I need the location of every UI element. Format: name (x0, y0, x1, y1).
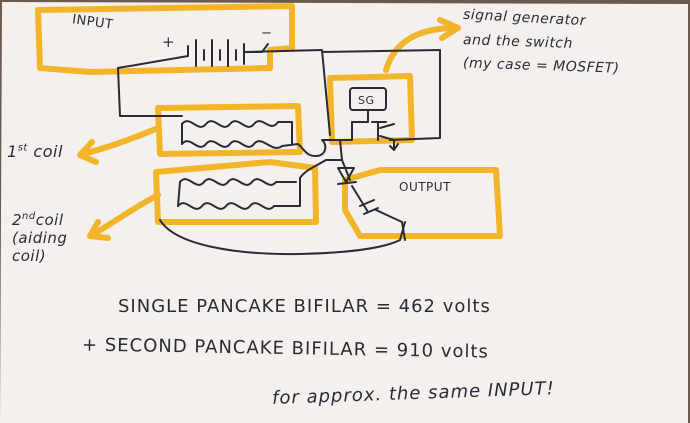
mosfet-icon (371, 121, 399, 151)
capacitor-icon (351, 185, 403, 223)
wire-mid (297, 139, 343, 161)
coil1-label: 1st coil (7, 142, 63, 161)
wire-left (117, 67, 183, 117)
coil1-upper (181, 120, 293, 128)
wire-right-top (321, 49, 441, 141)
arrow-coil1-shaft (79, 125, 161, 157)
output-label: OUTPUT (399, 180, 451, 194)
coil2-ends (177, 181, 181, 207)
coil2-lower (177, 177, 301, 210)
sg-wire (329, 109, 369, 141)
arrow-coil2-head (87, 219, 111, 241)
wire-bottom-loop (159, 219, 406, 256)
arrow-sg-shaft (383, 25, 459, 73)
wire-top (117, 49, 331, 136)
diode-icon (337, 159, 357, 185)
output-highlight (342, 167, 503, 239)
coil2-upper (179, 178, 297, 186)
input-highlight (35, 3, 295, 75)
coil2-number: 2 (12, 211, 23, 229)
coil1-ends (181, 121, 293, 145)
coil2-highlight (153, 159, 319, 225)
coil1-word: coil (33, 142, 63, 161)
minus-label: − (261, 26, 273, 41)
coil1-lower (181, 140, 299, 149)
coil2-word: coil (35, 211, 64, 229)
coil2-suffix: nd (22, 211, 36, 222)
coil1-suffix: st (17, 142, 28, 154)
coil2-line-3: coil) (12, 247, 47, 265)
result-line-1: SINGLE PANCAKE BIFILAR = 462 volts (118, 296, 491, 317)
plus-label: + (162, 33, 176, 51)
sg-label: SG (358, 94, 375, 107)
battery-icon (187, 39, 245, 67)
arrow-coil1-head (77, 139, 99, 165)
coil2-line-2: (aiding (12, 229, 68, 247)
battery-tail (243, 43, 269, 53)
coil2-label: 2ndcoil (aiding coil) (12, 208, 67, 265)
arrow-sg-head (437, 17, 461, 41)
output-wire (401, 221, 406, 241)
coil1-highlight (155, 103, 303, 157)
coil1-number: 1 (7, 142, 18, 161)
arrow-coil2-shaft (89, 192, 161, 238)
wire-bottom (299, 159, 343, 179)
